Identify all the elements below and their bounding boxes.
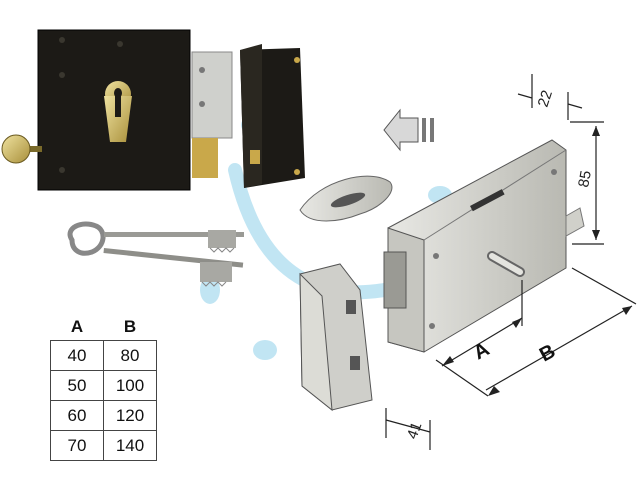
keeper-box-drawing xyxy=(299,263,373,412)
dimension-arrowheads xyxy=(442,126,632,396)
table-row: 50 100 xyxy=(50,370,157,401)
keys xyxy=(67,221,244,287)
latch-bolt xyxy=(383,251,407,309)
lock-technical-drawing: 22 85 41 A B xyxy=(299,74,637,450)
dimensions-table: A B 40 80 50 100 60 120 70 140 xyxy=(50,314,157,461)
rim-lock-photo xyxy=(1,29,305,191)
strike-plate-photo xyxy=(191,51,233,178)
direction-arrow xyxy=(383,108,434,152)
table-row: 60 120 xyxy=(50,400,157,431)
keeper-box-photo xyxy=(240,44,305,188)
table-cell: 60 xyxy=(50,400,104,431)
table-cell: 140 xyxy=(103,430,157,461)
key-upper xyxy=(67,221,244,256)
table-row: 70 140 xyxy=(50,430,157,461)
table-cell: 100 xyxy=(103,370,157,401)
table-cell: 120 xyxy=(103,400,157,431)
table-header-row: A B xyxy=(51,314,157,341)
knob xyxy=(1,134,42,164)
table-cell: 70 xyxy=(50,430,104,461)
spindle xyxy=(487,251,525,277)
column-header-a: A xyxy=(70,317,84,336)
dim-label-a: A xyxy=(470,338,493,364)
dim-label-85: 85 xyxy=(575,169,595,188)
key-lower xyxy=(103,248,244,287)
dimension-lines xyxy=(385,74,637,450)
table-cell: 80 xyxy=(103,340,157,371)
dim-label-41: 41 xyxy=(404,420,426,441)
column-header-b: B xyxy=(123,317,137,336)
cover-plate xyxy=(299,175,393,222)
table-cell: 50 xyxy=(50,370,104,401)
keyhole-escutcheon xyxy=(104,81,132,142)
dim-label-22: 22 xyxy=(535,88,556,109)
table-row: 40 80 xyxy=(50,340,157,371)
table-cell: 40 xyxy=(50,340,104,371)
dim-label-b: B xyxy=(536,340,559,366)
lock-body-drawing xyxy=(383,139,585,353)
